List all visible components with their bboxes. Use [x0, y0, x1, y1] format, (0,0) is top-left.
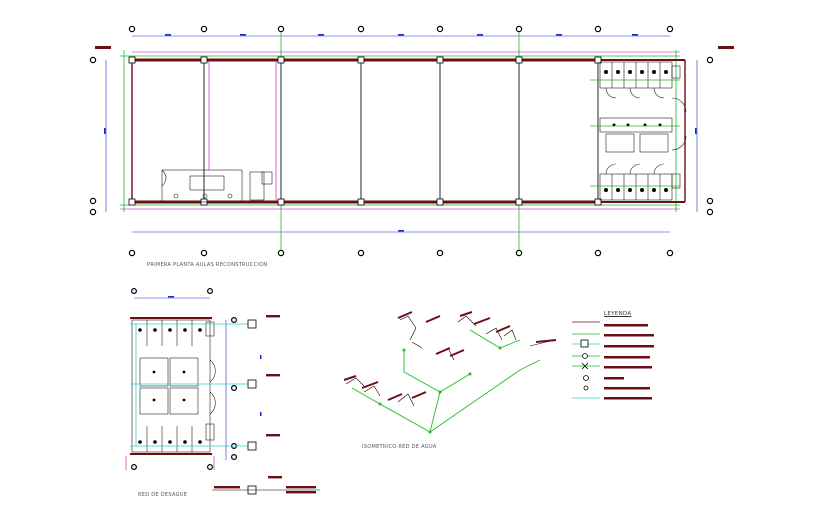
drain-interior — [131, 319, 216, 453]
grid-bubbles-side — [89, 56, 714, 216]
grid-bubbles-top — [128, 25, 674, 33]
legend-title: LEYENDA — [604, 311, 632, 317]
drain-dims — [260, 355, 262, 416]
small-restroom — [161, 169, 273, 203]
register-tags — [214, 315, 316, 494]
drain-plan — [125, 288, 320, 495]
water-closet-icons — [604, 70, 668, 192]
drain-walls — [130, 317, 212, 455]
columns — [128, 56, 602, 206]
restroom-block — [599, 61, 687, 201]
walls — [131, 58, 686, 204]
drain-fixtures — [138, 328, 202, 444]
floor-plan — [89, 25, 734, 257]
floor-plan-label: PRIMERA PLANTA AULAS RECONSTRUCCION — [147, 262, 268, 268]
isometric-water — [343, 311, 557, 434]
register-boxes — [247, 319, 257, 495]
partitions — [203, 60, 599, 202]
drain-plan-label: RED DE DESAGUE — [138, 492, 188, 498]
legend-text-bars — [604, 324, 654, 400]
isometric-label: ISOMETRICO RED DE AGUA — [362, 444, 437, 450]
drain-grid-bubbles — [131, 288, 238, 471]
drain-pipes — [130, 323, 252, 447]
legend-symbols — [572, 321, 600, 399]
grid-bubbles-bottom — [128, 249, 674, 257]
dimension-text — [104, 34, 697, 232]
legend — [572, 321, 654, 400]
section-tags — [95, 46, 734, 49]
dimension-lines — [105, 35, 698, 233]
